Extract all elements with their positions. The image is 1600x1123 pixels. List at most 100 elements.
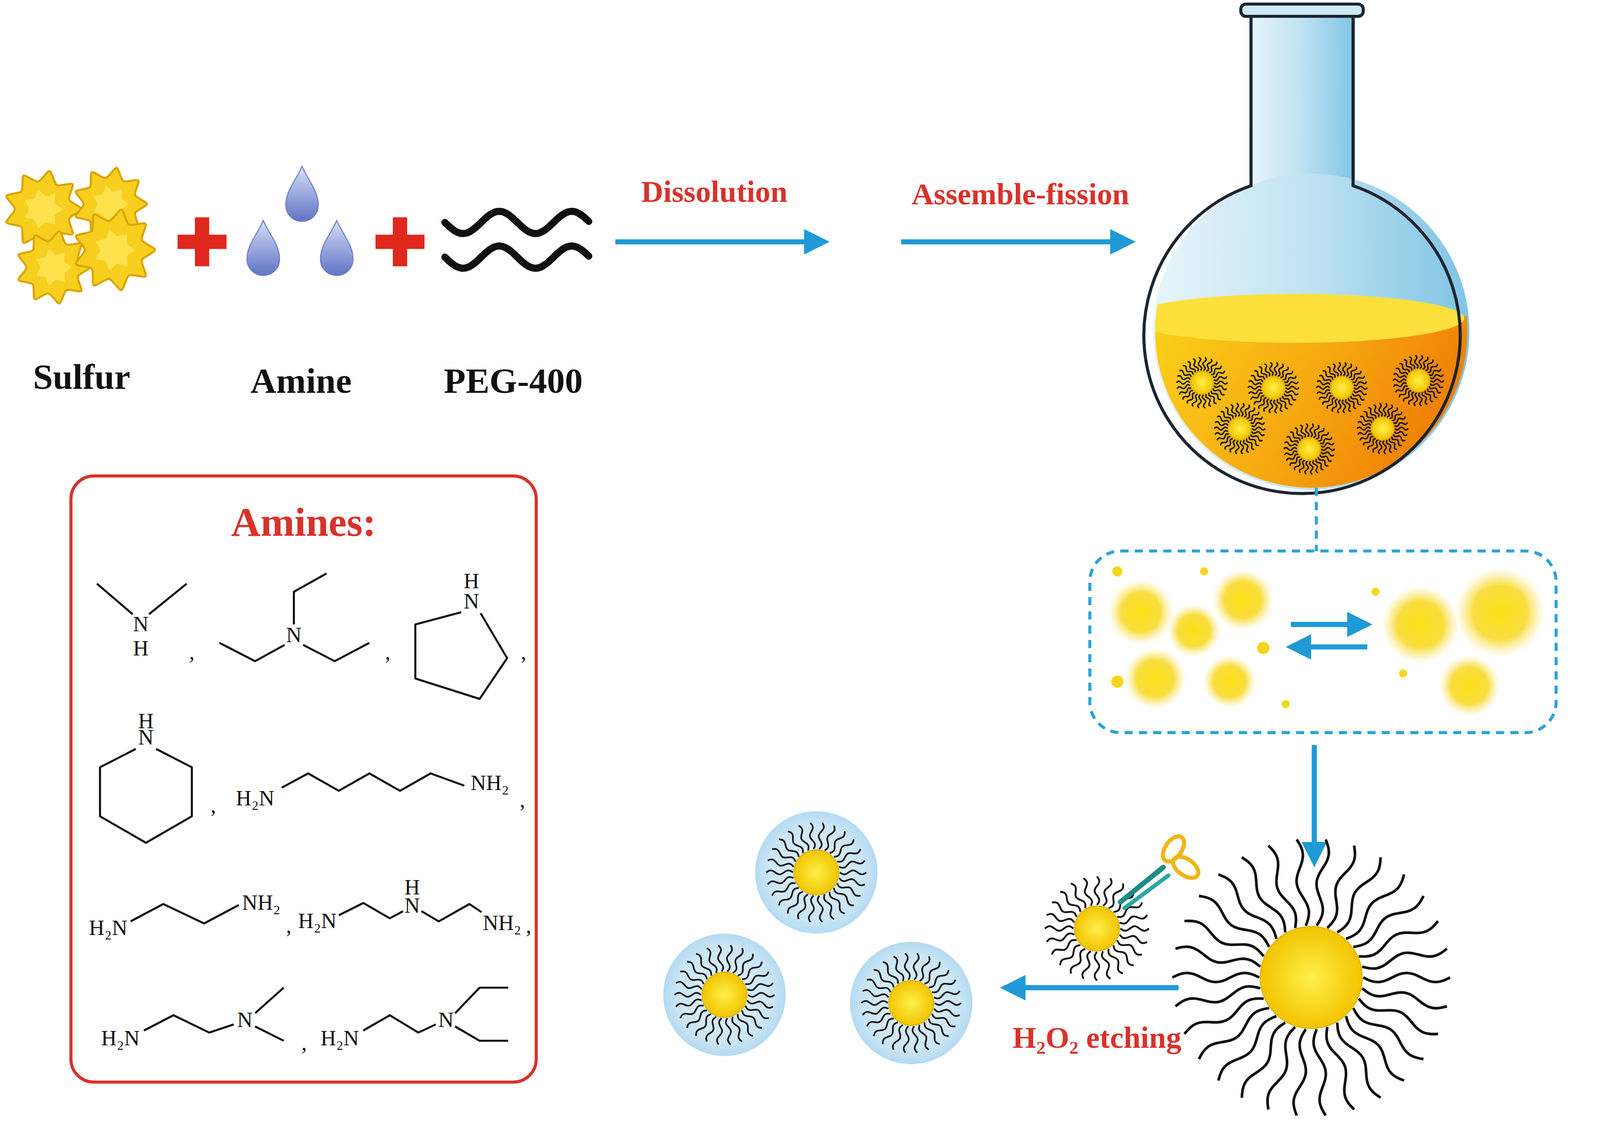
peg-chain	[834, 888, 854, 906]
peg-chain	[705, 1016, 716, 1042]
step-label: Assemble-fission	[911, 176, 1130, 212]
peg-chain	[1317, 389, 1330, 394]
peg-chain	[1322, 370, 1333, 380]
peg-chain	[1046, 933, 1075, 942]
peg-chain	[1394, 426, 1409, 430]
sulfur-dot	[1399, 669, 1408, 678]
peg-chain	[866, 1013, 891, 1027]
peg-chain	[1215, 430, 1228, 435]
peg-chain	[742, 961, 762, 980]
peg-chain	[1209, 361, 1218, 373]
peg-chain	[766, 870, 794, 875]
peg-chain	[1182, 365, 1193, 375]
peg-chain	[1198, 895, 1270, 947]
peg-chain	[1345, 399, 1352, 412]
peg-chain	[1284, 376, 1297, 383]
peg-chain	[1391, 436, 1402, 446]
peg-chain	[1217, 433, 1229, 441]
peg-chain	[824, 894, 835, 920]
peg-chain	[1285, 390, 1299, 395]
flask-neck	[1249, 12, 1356, 187]
peg-chain	[1338, 362, 1342, 377]
atom-label: ,	[384, 640, 391, 666]
peg-chain	[1071, 883, 1086, 909]
peg-chain	[1351, 395, 1362, 405]
chemical-bond	[303, 642, 370, 661]
box-heading: Amines:	[72, 498, 535, 547]
sulfur-cluster	[1203, 655, 1257, 708]
peg-chain	[839, 860, 865, 868]
atom-label: N	[138, 724, 154, 751]
sulfur-shine	[25, 190, 63, 229]
scissor-blade	[1124, 875, 1169, 909]
peg-chain	[1348, 366, 1357, 378]
peg-chain	[737, 953, 753, 976]
peg-chain	[928, 1018, 949, 1037]
peg-chain	[1213, 370, 1225, 377]
peg-chain	[1250, 416, 1263, 424]
chemical-bond	[143, 1015, 235, 1033]
round-flask	[1127, 3, 1475, 500]
atom-label: N	[236, 1007, 253, 1034]
peg-chain	[748, 992, 775, 997]
peg-chain	[1378, 403, 1383, 417]
flask-liquid	[1127, 293, 1475, 501]
peg-chain	[1389, 407, 1398, 419]
peg-chain	[1300, 424, 1306, 438]
peg-chain	[1342, 362, 1347, 377]
peg-chain	[1357, 426, 1371, 430]
sulfur-dot	[1112, 566, 1123, 577]
peg-chain	[1172, 973, 1260, 983]
peg-chain	[934, 1000, 962, 1005]
peg-chain	[1274, 362, 1278, 377]
sulfur-cluster	[1455, 567, 1546, 658]
peg-chain	[1060, 944, 1081, 966]
peg-chain	[1102, 878, 1112, 906]
peg-chain	[1120, 926, 1150, 931]
peg-chain	[798, 894, 808, 920]
peg-chain	[818, 822, 824, 849]
peg-chain	[817, 895, 823, 923]
peg-chain	[1414, 355, 1418, 369]
peg-chain	[873, 969, 894, 988]
peg-chain	[928, 969, 949, 988]
peg-chain	[1353, 381, 1367, 386]
flask-lip	[1240, 3, 1364, 17]
sulfur-shine	[36, 249, 72, 285]
large-micelle	[1172, 839, 1451, 1116]
sulfur-cluster	[1381, 585, 1460, 664]
peg-chain	[1313, 1029, 1326, 1116]
peg-chain	[1403, 390, 1412, 402]
peg-chain	[1353, 390, 1367, 395]
atom-label: H₂N	[101, 1026, 141, 1052]
peg-chain	[1268, 845, 1297, 929]
peg-chain	[1230, 404, 1237, 418]
peg-chain	[1358, 421, 1371, 426]
chemical-bond	[96, 583, 133, 615]
material-label: PEG-400	[443, 361, 583, 403]
peg-chain	[742, 1010, 762, 1029]
peg-chain	[1248, 380, 1262, 385]
peg-chain	[1386, 439, 1392, 453]
peg-chain	[732, 947, 743, 973]
peg-chain	[675, 982, 702, 990]
peg-chain	[903, 1026, 909, 1053]
peg-chain	[726, 945, 732, 972]
peg-chain	[1044, 926, 1074, 931]
atom-label: N	[285, 622, 302, 649]
peg-chain	[1051, 940, 1077, 955]
peg-chain	[1184, 998, 1264, 1035]
flask-micelle	[1247, 362, 1299, 414]
peg-chain	[444, 245, 589, 269]
peg-chain	[862, 1007, 889, 1016]
peg-chain	[834, 839, 854, 857]
atom-label: N	[463, 589, 479, 615]
peg-chain	[1316, 386, 1330, 390]
peg-chain	[1319, 437, 1332, 444]
peg-chain	[674, 992, 702, 997]
peg-chain	[1294, 459, 1303, 471]
sulfur-cluster	[1167, 604, 1221, 658]
peg-chain	[1218, 1016, 1277, 1081]
peg-chain	[1313, 460, 1319, 473]
